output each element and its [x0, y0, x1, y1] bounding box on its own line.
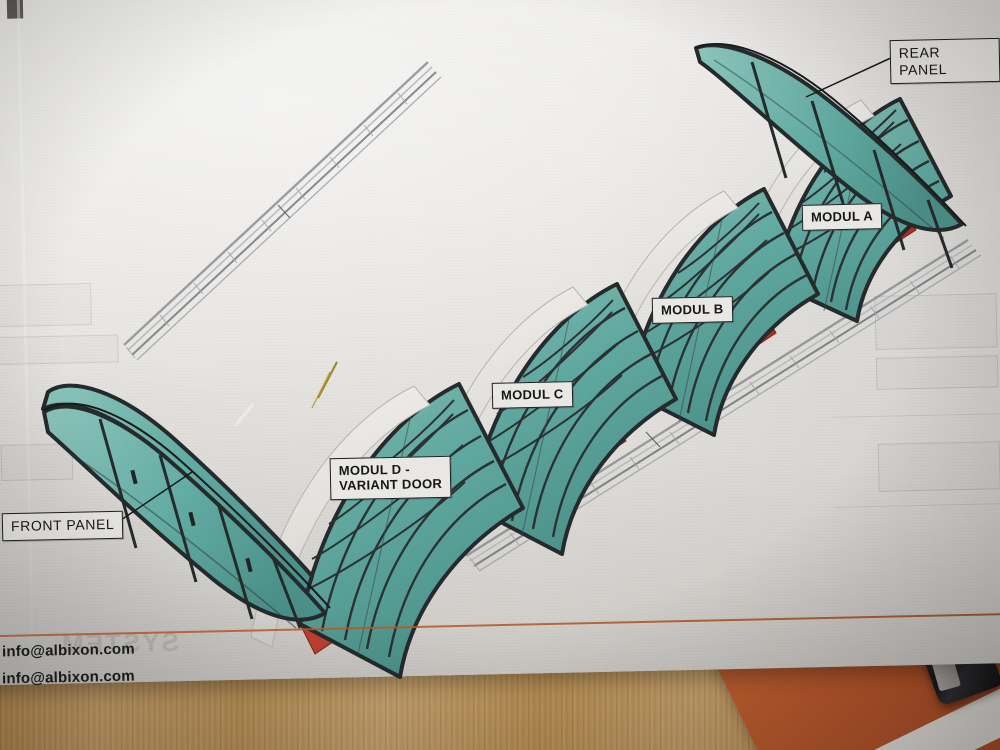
module-d-variant-door[interactable]: [234, 361, 525, 679]
callout-modul-d[interactable]: MODUL D - VARIANT DOOR: [329, 455, 452, 500]
rail-back: [123, 61, 442, 361]
callout-modul-a[interactable]: MODUL A: [801, 203, 883, 232]
footer-email-2: info@albixon.com: [1, 667, 136, 688]
callout-modul-b[interactable]: MODUL B: [651, 296, 733, 325]
leader-front-panel: [117, 471, 193, 523]
rear-panel[interactable]: [694, 43, 967, 269]
callout-rear-panel[interactable]: REAR PANEL: [889, 37, 1000, 85]
callout-modul-c[interactable]: MODUL C: [491, 381, 573, 410]
callout-front-panel[interactable]: FRONT PANEL: [1, 510, 124, 541]
door-marker: [317, 361, 338, 399]
front-panel[interactable]: [41, 383, 331, 629]
leader-rear-panel: [805, 56, 894, 98]
footer-email-1: info@albixon.com: [1, 640, 136, 661]
